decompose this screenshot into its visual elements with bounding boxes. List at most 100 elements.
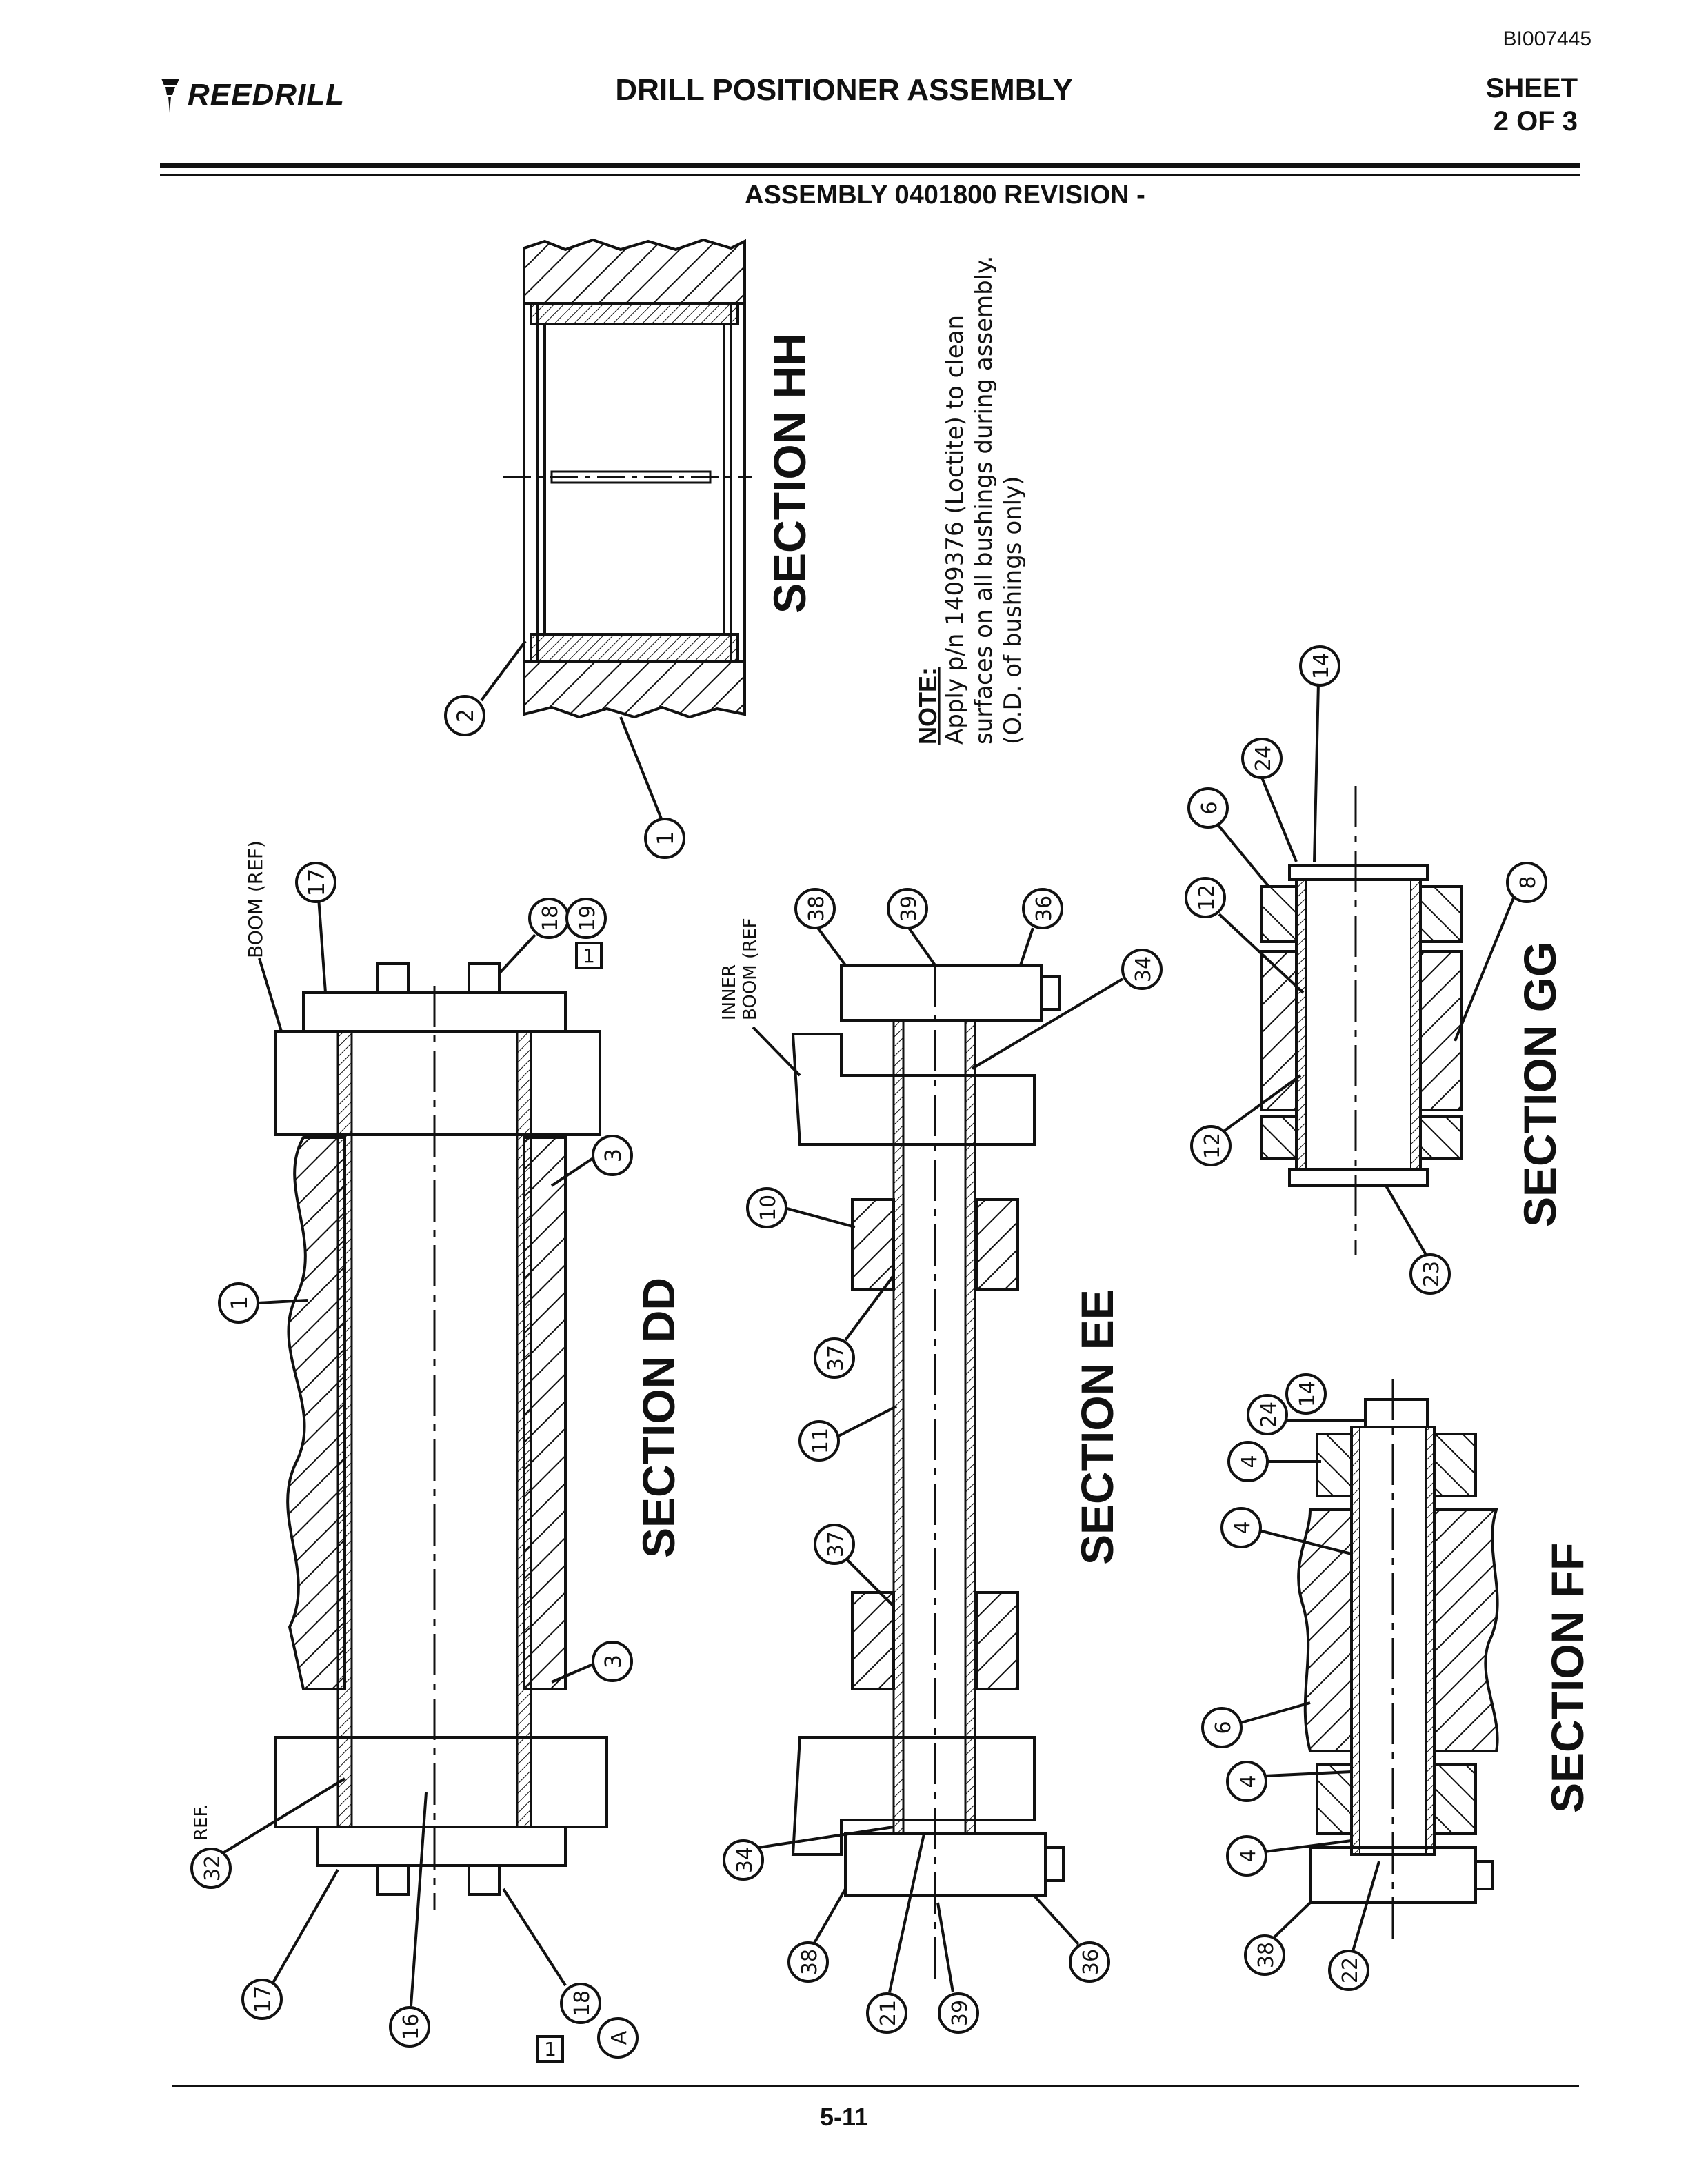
balloon-ee-39b: 39 [936, 1902, 979, 2034]
svg-text:14: 14 [1296, 1381, 1320, 1407]
balloon-dd-19: 19 [565, 898, 607, 939]
svg-text:A: A [607, 2030, 632, 2045]
svg-text:18: 18 [570, 1990, 594, 2016]
svg-text:19: 19 [576, 905, 600, 931]
note-line-1: Apply p/n 1409376 (Loctite) to clean [941, 315, 969, 745]
balloon-dd-18b: 18 [502, 1888, 601, 2024]
svg-text:32: 32 [201, 1855, 225, 1881]
balloon-ee-34b: 34 [723, 1826, 894, 1881]
svg-text:36: 36 [1032, 896, 1056, 922]
balloon-ee-38b: 38 [787, 1888, 847, 1983]
svg-text:4: 4 [1238, 1455, 1262, 1468]
section-dd-label: SECTION DD [633, 1277, 684, 1558]
svg-text:6: 6 [1198, 801, 1222, 814]
balloon-dd-3b: 3 [551, 1641, 633, 1684]
balloon-dd-3a: 3 [550, 1135, 633, 1187]
drill-logo-icon [161, 79, 179, 113]
balloon-ff-24: 24 [1247, 1394, 1365, 1435]
svg-text:39: 39 [897, 896, 921, 922]
svg-text:36: 36 [1079, 1949, 1103, 1975]
header-rule-thick [160, 163, 1580, 168]
balloon-ff-22: 22 [1328, 1861, 1380, 1991]
balloon-ee-21: 21 [866, 1833, 925, 2034]
section-dd-view [274, 962, 608, 1910]
sheet-label: SHEET [1485, 73, 1578, 103]
svg-text:39: 39 [948, 2000, 972, 2026]
balloon-dd-17b: 17 [241, 1869, 339, 2020]
page-number: 5-11 [819, 2103, 869, 2131]
balloon-ff-14: 14 [1285, 1373, 1327, 1415]
svg-text:16: 16 [399, 2014, 423, 2040]
balloon-ee-37b: 37 [814, 1524, 895, 1608]
balloon-hh-2: 2 [444, 640, 527, 736]
boom-ref-label: BOOM (REF) [244, 840, 267, 958]
balloon-gg-12b: 12 [1190, 1074, 1302, 1166]
balloon-ff-4d: 4 [1226, 1835, 1352, 1877]
balloon-ee-10: 10 [746, 1187, 856, 1228]
note-line-3: (O.D. of bushings only) [999, 476, 1027, 745]
page-title: DRILL POSITIONER ASSEMBLY [615, 73, 1073, 107]
svg-text:10: 10 [756, 1195, 781, 1221]
boxed-note-1-bottom: 1 [536, 2035, 564, 2063]
svg-text:18: 18 [539, 905, 563, 931]
sheet-indicator: SHEET 2 OF 3 [1486, 72, 1578, 138]
inner-boom-ref-line2: BOOM (REF [740, 918, 761, 1020]
balloon-ff-38: 38 [1244, 1901, 1312, 1976]
balloon-ff-4c: 4 [1226, 1761, 1352, 1802]
balloon-dd-18a: 18 [498, 898, 570, 975]
header-rule-thin [160, 174, 1580, 176]
svg-text:2: 2 [452, 709, 479, 722]
svg-text:17: 17 [250, 1985, 276, 2014]
section-gg-view [1260, 786, 1463, 1255]
svg-text:22: 22 [1338, 1957, 1363, 1983]
svg-text:37: 37 [824, 1345, 848, 1371]
balloon-gg-23: 23 [1385, 1184, 1451, 1295]
svg-text:17: 17 [303, 869, 330, 897]
footer-rule [172, 2085, 1579, 2087]
document-id: BI007445 [1503, 28, 1591, 50]
svg-text:38: 38 [805, 896, 829, 922]
company-logo: REEDRILL [156, 74, 345, 116]
inner-boom-ref-line1: INNER [719, 964, 740, 1020]
balloon-gg-24: 24 [1241, 738, 1298, 862]
svg-text:8: 8 [1516, 876, 1540, 889]
svg-text:1: 1 [652, 831, 679, 845]
svg-text:4: 4 [1236, 1775, 1260, 1788]
svg-text:3: 3 [600, 1655, 626, 1668]
balloon-gg-6: 6 [1187, 787, 1270, 888]
balloon-ee-36b: 36 [1033, 1894, 1110, 1983]
svg-text:38: 38 [1254, 1942, 1278, 1968]
section-ee-label: SECTION EE [1072, 1289, 1123, 1565]
section-ff-view [1297, 1379, 1499, 1944]
logo-text: REEDRILL [188, 78, 345, 112]
assembly-revision: ASSEMBLY 0401800 REVISION - [745, 181, 1145, 210]
balloon-ff-6: 6 [1201, 1701, 1311, 1748]
svg-text:34: 34 [733, 1847, 757, 1873]
svg-text:1: 1 [544, 2038, 556, 2061]
balloon-dd-32: 32 REF. [190, 1777, 346, 1889]
svg-text:4: 4 [1236, 1849, 1260, 1862]
balloon-gg-14: 14 [1299, 645, 1340, 862]
balloon-ee-34a: 34 [971, 949, 1163, 1070]
section-gg-label: SECTION GG [1514, 942, 1565, 1227]
balloon-ff-4a: 4 [1227, 1441, 1321, 1482]
note-heading: NOTE: [914, 667, 942, 745]
svg-text:4: 4 [1231, 1521, 1255, 1534]
balloon-hh-1: 1 [619, 716, 685, 859]
balloon-ee-39a: 39 [887, 888, 936, 967]
svg-text:1: 1 [226, 1296, 252, 1310]
svg-text:37: 37 [824, 1531, 848, 1557]
sheet-number: 2 OF 3 [1493, 106, 1578, 136]
boxed-note-1-top: 1 [575, 942, 603, 969]
balloon-dd-1: 1 [218, 1282, 308, 1324]
balloon-ee-11: 11 [798, 1405, 897, 1462]
balloon-ff-4b: 4 [1220, 1507, 1352, 1555]
svg-text:24: 24 [1257, 1402, 1281, 1428]
svg-text:23: 23 [1420, 1261, 1444, 1287]
balloon-gg-8: 8 [1454, 862, 1547, 1042]
svg-text:12: 12 [1200, 1133, 1225, 1159]
section-hh-label: SECTION HH [764, 333, 815, 614]
balloon-dd-16: 16 [389, 1792, 430, 2048]
note-line-2: surfaces on all bushings during assembly… [970, 256, 998, 745]
svg-text:3: 3 [600, 1149, 626, 1162]
